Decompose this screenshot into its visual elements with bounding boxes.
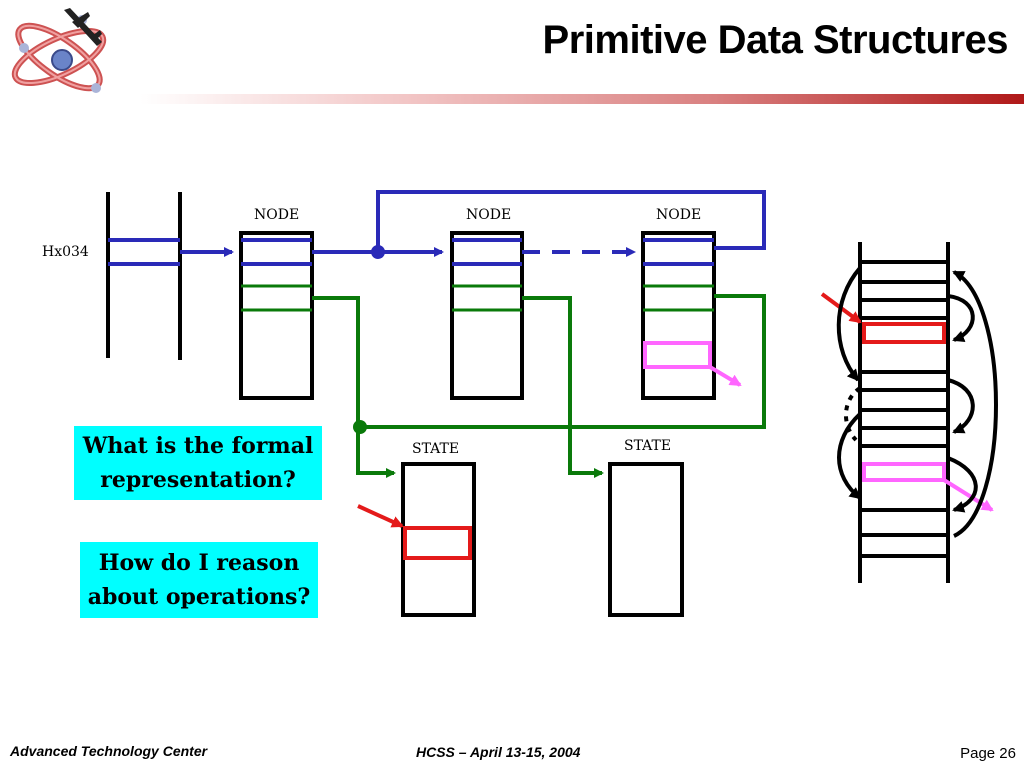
node-label-3: NODE — [656, 207, 701, 223]
state-box-1 — [401, 462, 476, 617]
callout-reason-line2: about operations? — [87, 584, 311, 610]
blue-junction-dot — [371, 245, 385, 259]
pointer-label: Hx034 — [42, 244, 89, 260]
footer-organization: Advanced Technology Center — [10, 743, 208, 759]
callout-reason-line1: How do I reason — [98, 550, 300, 576]
memory-column — [106, 192, 182, 360]
state-box-2 — [608, 462, 684, 617]
state-label-1: STATE — [412, 441, 459, 457]
callout-formal-line1: What is the formal — [82, 433, 314, 459]
slide-title: Primitive Data Structures — [542, 18, 1009, 62]
green-junction-dot — [353, 420, 367, 434]
stack-link-arcs — [836, 266, 998, 538]
node-label-1: NODE — [254, 207, 299, 223]
green-state-links — [312, 294, 766, 478]
node-label-2: NODE — [466, 207, 511, 223]
memory-stack — [858, 242, 950, 583]
node-box-1 — [239, 231, 314, 400]
state-label-2: STATE — [624, 438, 671, 454]
title-divider — [140, 94, 1024, 104]
red-indicator-arrow-state — [357, 504, 404, 528]
node-box-3 — [641, 231, 716, 400]
callout-formal-line2: representation? — [100, 467, 296, 493]
callout-formal-representation: What is the formal representation? — [74, 426, 322, 500]
callout-reason-operations: How do I reason about operations? — [80, 542, 318, 618]
atom-aircraft-logo-icon — [11, 8, 107, 93]
magenta-indicator-arrow-node — [708, 365, 742, 387]
footer-page-number: Page 26 — [960, 745, 1016, 762]
node-box-2 — [450, 231, 524, 400]
magenta-indicator-arrow-stack — [942, 478, 994, 512]
footer-event: HCSS – April 13-15, 2004 — [416, 744, 581, 760]
